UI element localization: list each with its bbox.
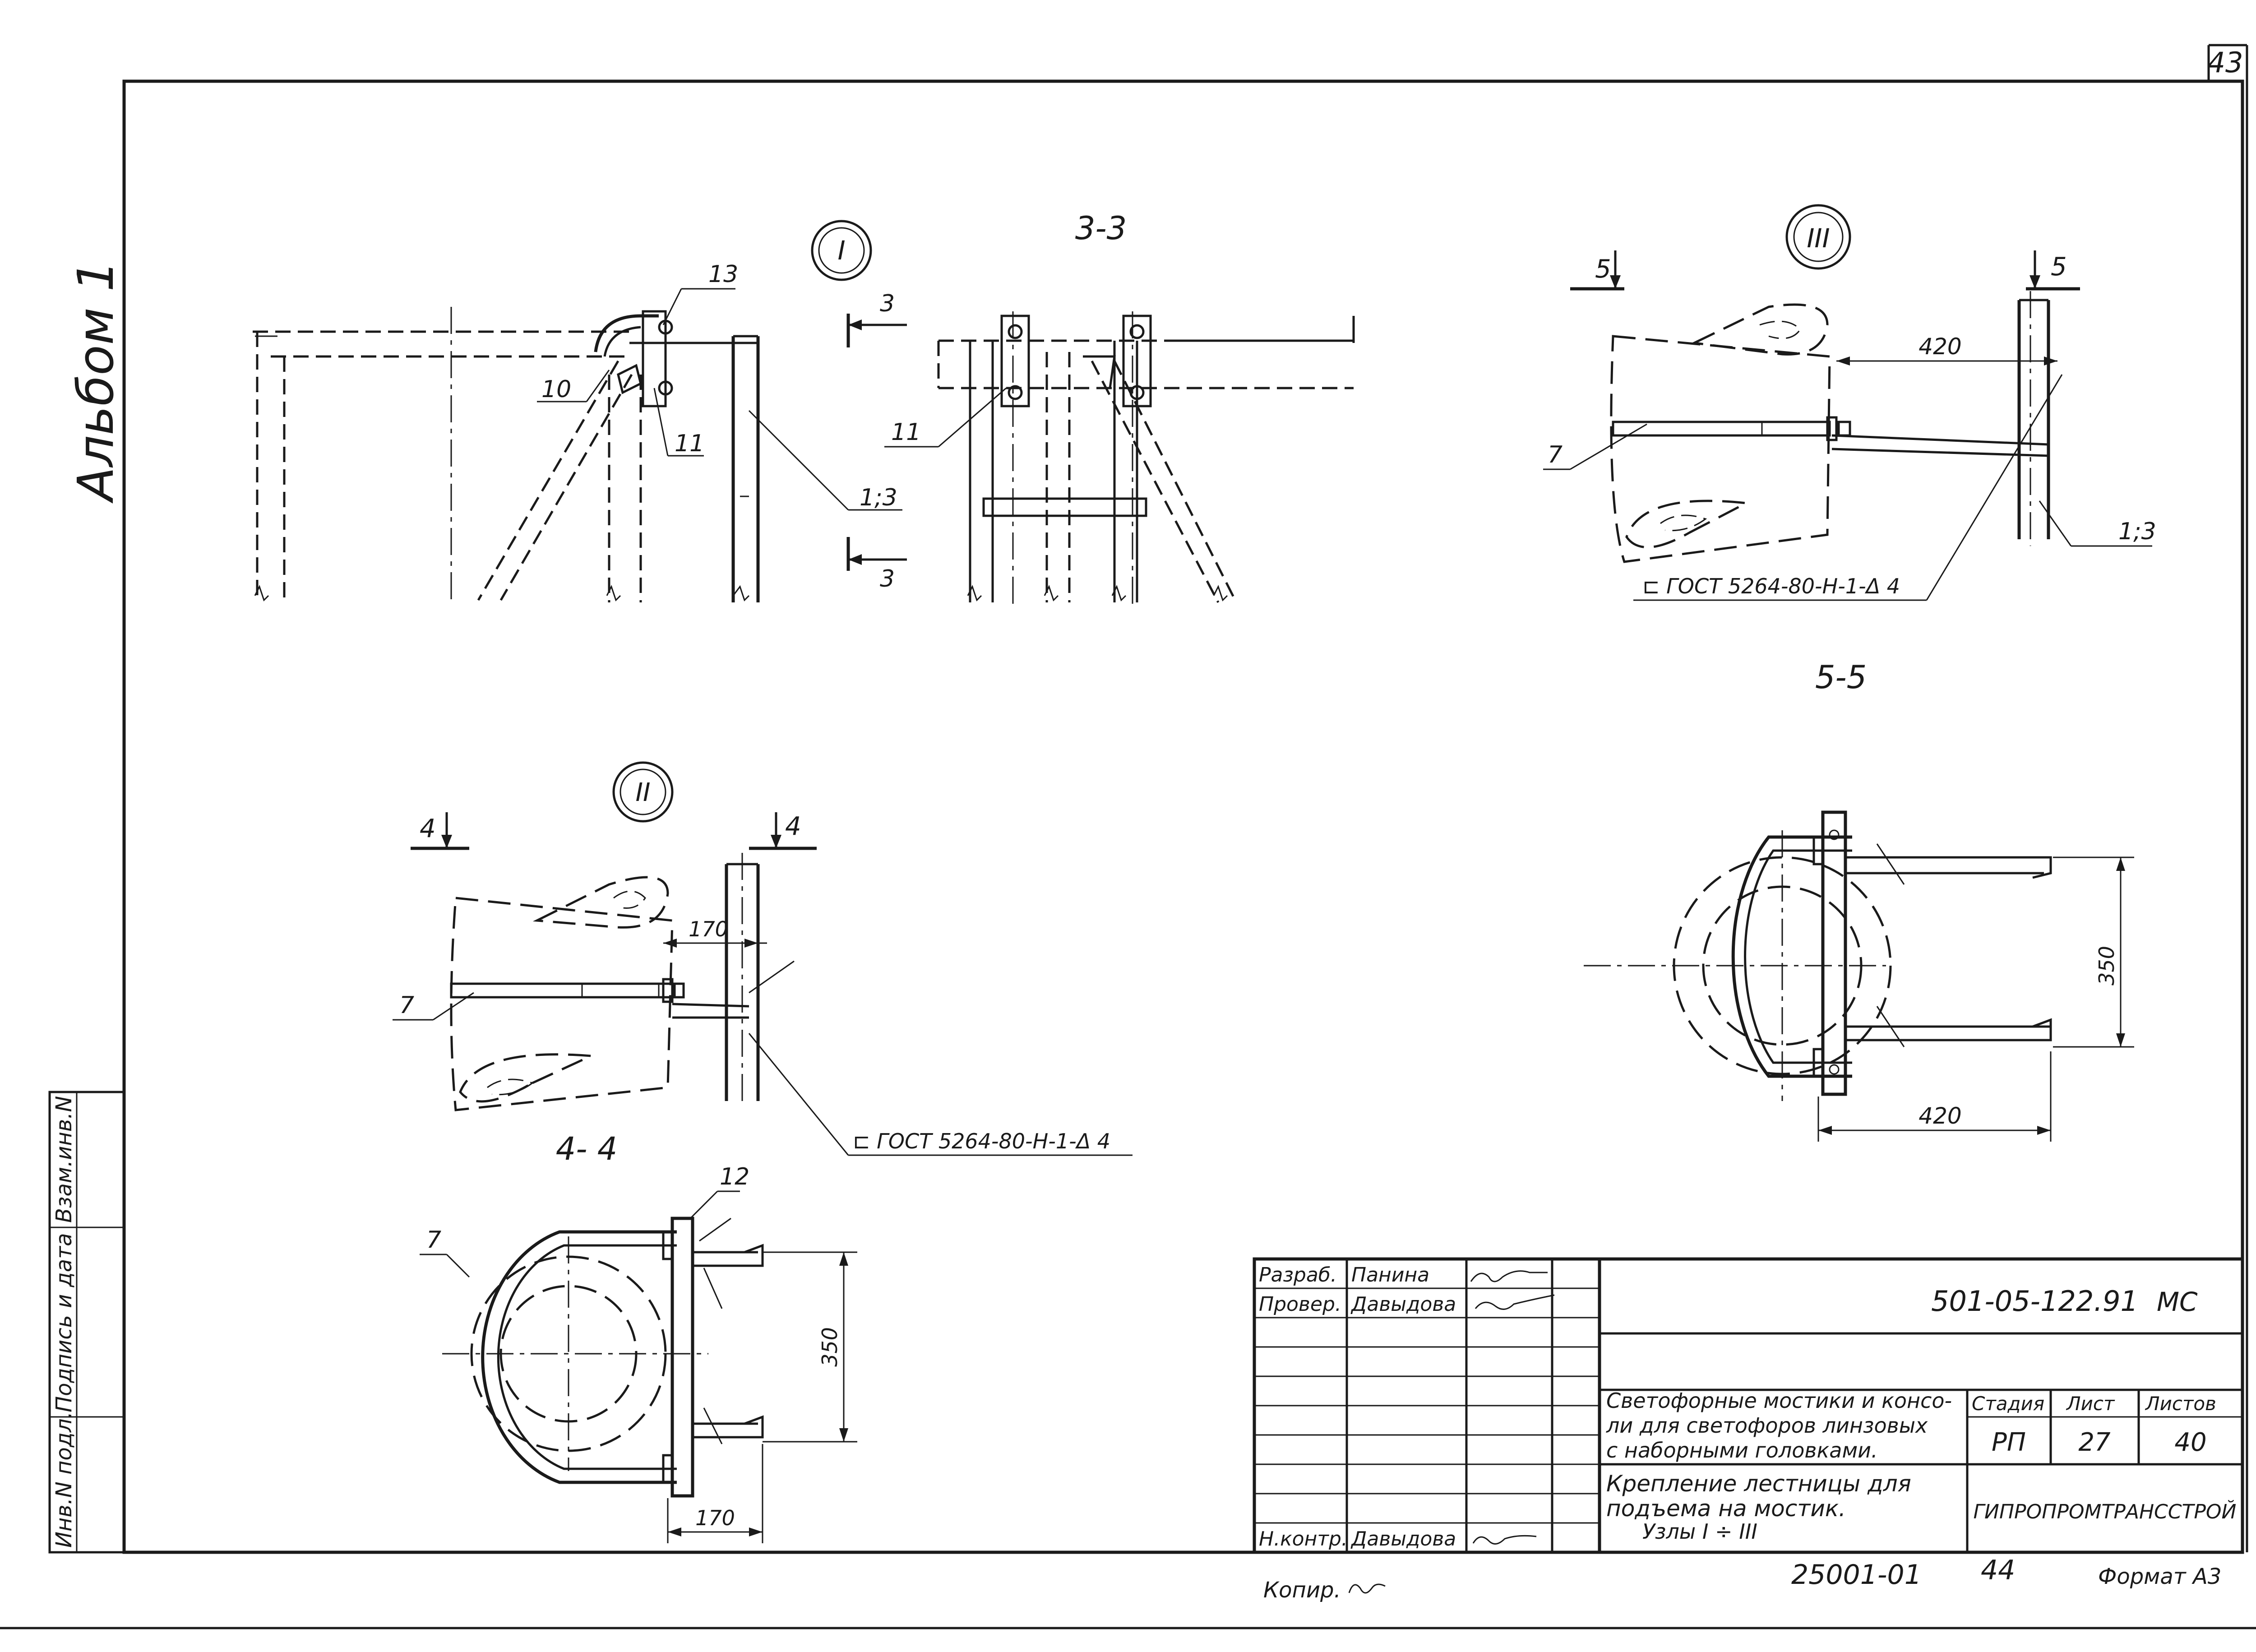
dim-350-left: 350 xyxy=(818,1327,842,1367)
sheet-title-line-3: Узлы I ÷ III xyxy=(1642,1519,1757,1544)
album-label: Альбом 1 xyxy=(67,260,125,504)
node-I-drawing xyxy=(253,307,760,605)
cut-3-top-label: 3 xyxy=(880,290,895,317)
format-label: Формат А3 xyxy=(2098,1564,2221,1589)
side-stamp-replace-inv: Взам.инв.N xyxy=(51,1096,77,1223)
project-title-line-1: Светофорные мостики и консо- xyxy=(1606,1388,1952,1413)
signature-checker xyxy=(1475,1294,1555,1310)
sheet-title-line-2: подъема на мостик. xyxy=(1606,1495,1846,1522)
cut-3-bottom-label: 3 xyxy=(880,565,895,592)
cut-3-markers xyxy=(846,314,907,571)
page-number: 43 xyxy=(2208,46,2243,79)
role-norm-control: Н.контр. xyxy=(1259,1527,1348,1550)
cut-4-markers xyxy=(411,812,817,850)
section-4-4-drawing xyxy=(442,1217,857,1543)
side-stamp-sign-date: Подпись и дата xyxy=(51,1233,77,1412)
designation-suffix: МС xyxy=(2157,1286,2198,1317)
weld-note-2: ⊏ ГОСТ 5264-80-Н-1-Δ 4 xyxy=(853,1129,1110,1153)
node-I-label: I xyxy=(837,235,845,266)
callout-7c: 7 xyxy=(426,1226,441,1254)
section-4-4-title: 4- 4 xyxy=(556,1130,618,1167)
dim-170-top: 170 xyxy=(689,917,728,941)
callout-12: 12 xyxy=(720,1163,749,1190)
name-checker: Давыдова xyxy=(1350,1293,1456,1316)
name-norm-control: Давыдова xyxy=(1350,1527,1456,1550)
role-checker: Провер. xyxy=(1259,1293,1341,1316)
node-II-drawing xyxy=(450,853,767,1111)
stage-value: РП xyxy=(1992,1428,2026,1457)
node-III-marker xyxy=(1785,204,1851,270)
title-block-grid xyxy=(1253,1257,2244,1554)
copied-label: Копир. xyxy=(1263,1578,1341,1603)
cut-5-right-label: 5 xyxy=(2051,252,2067,282)
sheets-value: 40 xyxy=(2174,1428,2206,1457)
section-3-3-leader xyxy=(884,387,1007,448)
callout-13: 13 xyxy=(708,261,738,288)
project-title-line-2: ли для светофоров линзовых xyxy=(1606,1413,1928,1438)
copied-signature xyxy=(1348,1583,1386,1594)
cut-4-right-label: 4 xyxy=(785,812,801,841)
node-III-drawing xyxy=(1610,291,2057,563)
node-I-leaders xyxy=(537,288,902,511)
callout-1-3-b: 1;3 xyxy=(2118,518,2156,545)
signature-norm-control xyxy=(1472,1535,1537,1545)
cut-4-left-label: 4 xyxy=(420,814,436,843)
dim-420-bottom: 420 xyxy=(1919,1103,1961,1129)
dim-170-bottom: 170 xyxy=(695,1506,735,1530)
cut-5-markers xyxy=(1570,250,2080,291)
callout-11b: 11 xyxy=(891,419,921,446)
callout-10: 10 xyxy=(541,376,571,403)
organization: ГИПРОПРОМТРАНССТРОЙ xyxy=(1974,1499,2237,1523)
archive-sheet: 44 xyxy=(1981,1555,2015,1586)
node-III-label: III xyxy=(1807,223,1830,254)
node-II-leaders xyxy=(393,960,1133,1156)
section-5-5-drawing xyxy=(1584,810,2134,1142)
node-II-marker xyxy=(612,761,674,823)
dim-350-right: 350 xyxy=(2094,946,2119,986)
callout-7b: 7 xyxy=(399,992,414,1019)
signature-developer xyxy=(1470,1270,1548,1282)
sheet-frame xyxy=(0,44,2256,1629)
stage-label: Стадия xyxy=(1972,1393,2044,1415)
cut-5-left-label: 5 xyxy=(1595,255,1611,284)
name-developer: Панина xyxy=(1351,1263,1429,1286)
weld-note-1: ⊏ ГОСТ 5264-80-Н-1-Δ 4 xyxy=(1642,574,1900,598)
callout-11: 11 xyxy=(675,430,704,457)
sheets-label: Листов xyxy=(2145,1393,2216,1415)
node-I-marker xyxy=(811,220,872,281)
section-3-3-drawing xyxy=(937,311,1355,605)
node-III-leaders xyxy=(1543,374,2152,601)
project-title-line-3: с наборными головками. xyxy=(1606,1438,1878,1462)
callout-7a: 7 xyxy=(1548,441,1563,468)
callout-1-3-a: 1;3 xyxy=(860,484,897,511)
node-II-label: II xyxy=(635,778,650,807)
dim-420-top: 420 xyxy=(1919,333,1961,360)
side-stamp xyxy=(48,1091,125,1554)
sheet-title-line-1: Крепление лестницы для xyxy=(1606,1471,1911,1497)
side-stamp-inv-no: Инв.N подл. xyxy=(51,1411,77,1548)
section-5-5-title: 5-5 xyxy=(1815,659,1867,696)
archive-number: 25001-01 xyxy=(1791,1559,1922,1591)
section-4-4-leaders xyxy=(420,1190,740,1278)
sheet-label: Лист xyxy=(2066,1393,2115,1415)
role-developer: Разраб. xyxy=(1259,1263,1337,1286)
designation: 501-05-122.91 xyxy=(1931,1285,2138,1318)
sheet-value: 27 xyxy=(2078,1428,2111,1457)
section-3-3-title: 3-3 xyxy=(1075,210,1127,247)
